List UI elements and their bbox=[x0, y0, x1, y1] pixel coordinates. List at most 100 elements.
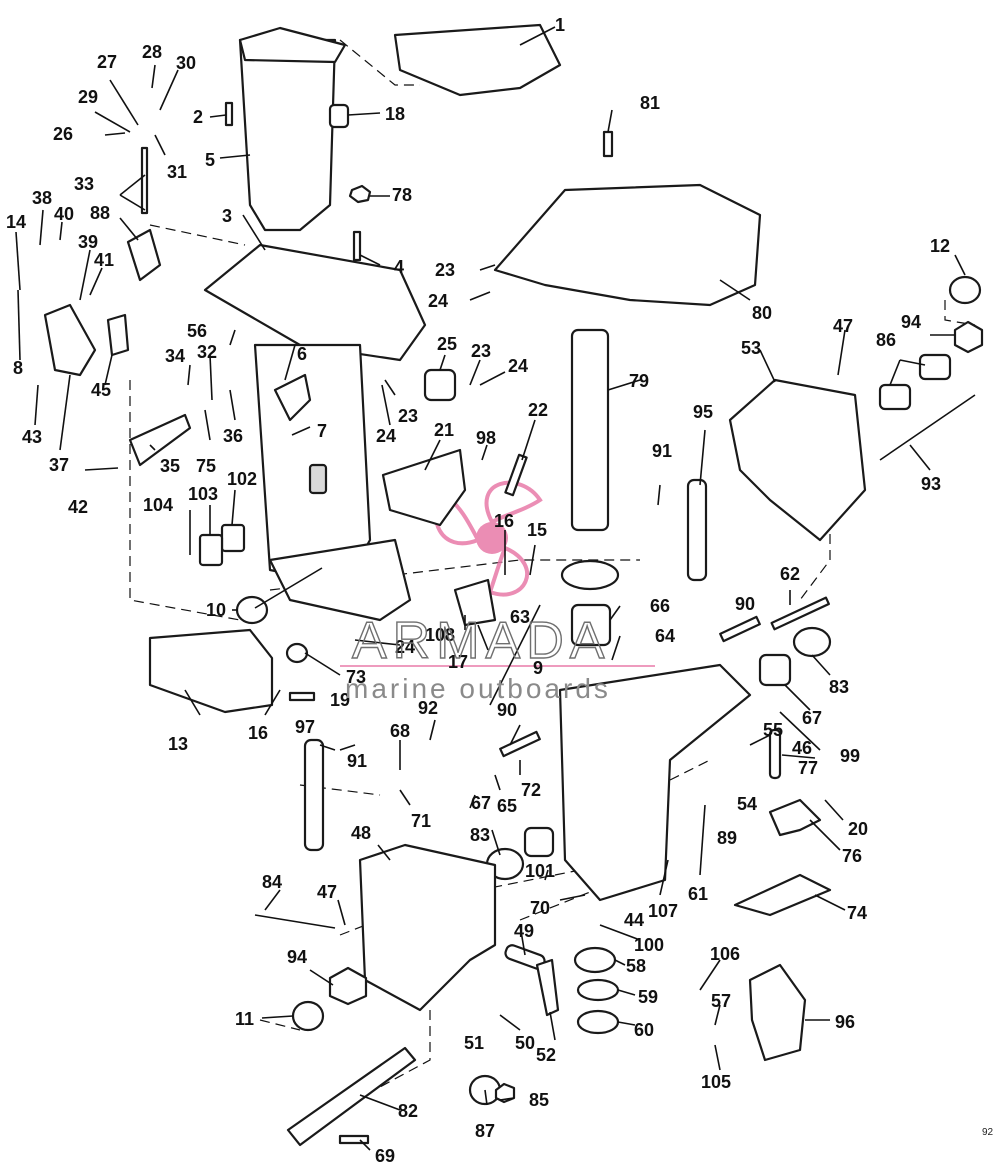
callout-60: 60 bbox=[634, 1020, 654, 1040]
part-ring-59 bbox=[576, 978, 620, 1002]
part-bracket-6 bbox=[273, 373, 312, 422]
part-ring-63 bbox=[560, 559, 620, 591]
callout-106: 106 bbox=[710, 944, 740, 964]
callout-47b: 47 bbox=[317, 882, 337, 902]
leader-lines bbox=[15, 26, 966, 1151]
callout-32: 32 bbox=[197, 342, 217, 362]
callout-45: 45 bbox=[91, 380, 111, 400]
corner-mark: 92 bbox=[982, 1127, 994, 1138]
part-grommet-73 bbox=[285, 642, 309, 664]
callout-96: 96 bbox=[835, 1012, 855, 1032]
part-plate-45 bbox=[106, 313, 130, 357]
part-ring-60 bbox=[576, 1009, 620, 1035]
callout-16a: 16 bbox=[494, 511, 514, 531]
callout-52: 52 bbox=[536, 1045, 556, 1065]
callout-104: 104 bbox=[143, 495, 173, 515]
callout-12: 12 bbox=[930, 236, 950, 256]
callout-23a: 23 bbox=[435, 260, 455, 280]
callout-8: 8 bbox=[13, 358, 23, 378]
part-cavitation-plate bbox=[268, 538, 412, 622]
callout-48: 48 bbox=[351, 823, 371, 843]
callout-15: 15 bbox=[527, 520, 547, 540]
callout-11: 11 bbox=[235, 1009, 254, 1029]
callout-67a: 67 bbox=[802, 708, 822, 728]
part-bolt-81 bbox=[602, 130, 614, 158]
callout-39: 39 bbox=[78, 232, 98, 252]
callout-28: 28 bbox=[142, 42, 162, 62]
callout-46: 46 bbox=[792, 738, 812, 758]
part-cap-10 bbox=[235, 595, 269, 625]
part-grommet bbox=[328, 103, 350, 129]
callout-97: 97 bbox=[295, 717, 315, 737]
callout-90a: 90 bbox=[735, 594, 755, 614]
callout-70: 70 bbox=[530, 898, 550, 918]
part-rod-84 bbox=[254, 914, 336, 929]
callout-24c: 24 bbox=[376, 426, 396, 446]
callout-34: 34 bbox=[165, 346, 185, 366]
callout-4: 4 bbox=[394, 257, 404, 277]
callout-58: 58 bbox=[626, 956, 646, 976]
part-lever-52 bbox=[535, 958, 560, 1017]
callout-3: 3 bbox=[222, 206, 232, 226]
callout-68: 68 bbox=[390, 721, 410, 741]
callout-24d: 24 bbox=[395, 637, 415, 657]
callout-83a: 83 bbox=[829, 677, 849, 697]
callout-63: 63 bbox=[510, 607, 530, 627]
callout-19: 19 bbox=[330, 690, 350, 710]
callout-17: 17 bbox=[448, 652, 468, 672]
callout-33: 33 bbox=[74, 174, 94, 194]
callout-14: 14 bbox=[6, 212, 26, 232]
callout-82: 82 bbox=[398, 1101, 418, 1121]
callout-75: 75 bbox=[196, 456, 216, 476]
callout-24a: 24 bbox=[428, 291, 448, 311]
callout-71: 71 bbox=[411, 811, 431, 831]
callout-84: 84 bbox=[262, 872, 282, 892]
part-bushing-66 bbox=[570, 603, 612, 647]
callout-54: 54 bbox=[737, 794, 757, 814]
part-nut-94b bbox=[328, 966, 368, 1006]
part-steering-tube bbox=[570, 328, 610, 532]
callout-61: 61 bbox=[688, 884, 708, 904]
callout-31: 31 bbox=[167, 162, 187, 182]
callout-56: 56 bbox=[187, 321, 207, 341]
callout-6: 6 bbox=[297, 344, 307, 364]
callout-103: 103 bbox=[188, 484, 218, 504]
callout-29: 29 bbox=[78, 87, 98, 107]
callout-102: 102 bbox=[227, 469, 257, 489]
callout-21: 21 bbox=[434, 420, 454, 440]
part-lower-cover bbox=[148, 628, 274, 714]
callout-80: 80 bbox=[752, 303, 772, 323]
callout-7: 7 bbox=[317, 421, 327, 441]
part-adapter-plate bbox=[203, 243, 427, 362]
callout-62: 62 bbox=[780, 564, 800, 584]
callout-65: 65 bbox=[497, 796, 517, 816]
part-bushing-67a bbox=[758, 653, 792, 687]
part-screw-19 bbox=[288, 691, 316, 702]
part-clamp-bracket-48 bbox=[358, 843, 497, 1012]
callout-81: 81 bbox=[640, 93, 660, 113]
callout-94b: 94 bbox=[287, 947, 307, 967]
watermark-logo bbox=[434, 480, 543, 597]
callout-66: 66 bbox=[650, 596, 670, 616]
callout-44: 44 bbox=[624, 910, 644, 930]
part-clamp-bracket-53 bbox=[728, 378, 867, 542]
part-pin-90b bbox=[499, 730, 541, 758]
callout-85: 85 bbox=[529, 1090, 549, 1110]
part-gasket bbox=[393, 23, 562, 97]
callout-20: 20 bbox=[848, 819, 868, 839]
callout-38: 38 bbox=[32, 188, 52, 208]
callout-22: 22 bbox=[528, 400, 548, 420]
callout-26: 26 bbox=[53, 124, 73, 144]
callout-74: 74 bbox=[847, 903, 867, 923]
callout-64: 64 bbox=[655, 626, 675, 646]
callout-86: 86 bbox=[876, 330, 896, 350]
callout-16b: 16 bbox=[248, 723, 268, 743]
part-slot bbox=[308, 463, 328, 495]
part-swivel-bracket-80 bbox=[493, 183, 762, 307]
callout-69: 69 bbox=[375, 1146, 395, 1166]
part-swivel-housing-9 bbox=[558, 663, 752, 902]
callout-92: 92 bbox=[418, 698, 438, 718]
part-rod-33 bbox=[140, 146, 149, 215]
part-cap-11 bbox=[291, 1000, 325, 1032]
